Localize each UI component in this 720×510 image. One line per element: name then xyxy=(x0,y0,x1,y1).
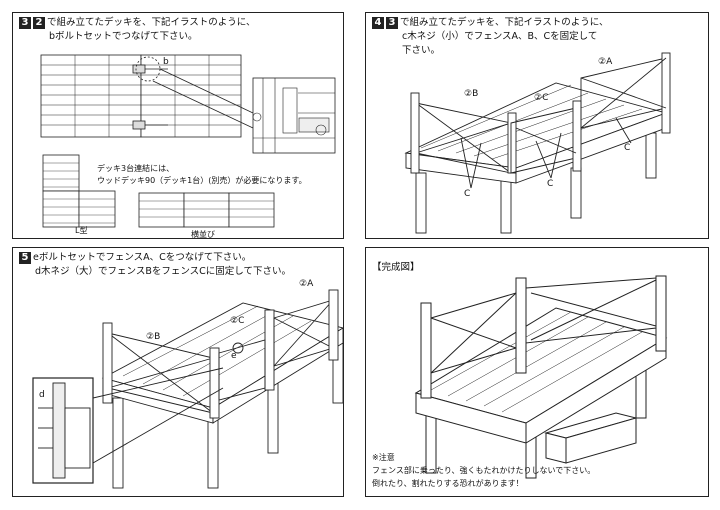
label-side-by-side: 横並び xyxy=(191,230,215,239)
step-badge: 3 xyxy=(386,17,398,29)
step-3-line2: bボルトセットでつなげて下さい。 xyxy=(49,31,198,42)
complete-title: 【完成図】 xyxy=(372,262,420,273)
complete-illustration xyxy=(414,275,668,479)
step-4-line2: c木ネジ（小）でフェンスA、B、Cを固定して xyxy=(402,31,598,42)
label-l-shape: L型 xyxy=(75,226,88,235)
e-bolt-label: e xyxy=(231,351,237,361)
step-badge: 3 xyxy=(19,17,31,29)
c-screw-label-2: C xyxy=(547,179,554,189)
callout-b: b xyxy=(163,57,169,67)
mark-fence-b: ②B xyxy=(146,332,161,342)
mark-fence-b: ②B xyxy=(464,89,479,99)
mark-fence-a: ②A xyxy=(299,279,314,289)
c-screw-label-3: C xyxy=(624,143,631,153)
complete-panel: 【完成図】 xyxy=(365,247,709,497)
step-5-line2: d木ネジ（大）でフェンスBをフェンスCに固定して下さい。 xyxy=(35,266,292,277)
step-badge: 5 xyxy=(19,252,31,264)
caution-line1: フェンス部に乗ったり、強くもたれかけたりしないで下さい。 xyxy=(372,466,596,475)
step-5-illustration xyxy=(32,289,343,489)
step-5-text: eボルトセットでフェンスA、Cをつなげて下さい。 xyxy=(33,252,252,263)
step-badge: 4 xyxy=(372,17,384,29)
step-3-note2: ウッドデッキ90（デッキ1台）(別売）が必要になります。 xyxy=(97,176,307,185)
mark-fence-c: ②C xyxy=(230,316,245,326)
c-screw-label: C xyxy=(464,189,471,199)
step-badge: 2 xyxy=(33,17,45,29)
step-3-note1: デッキ3台連結には、 xyxy=(97,164,175,173)
mark-fence-a: ②A xyxy=(598,57,613,67)
mark-fence-c: ②C xyxy=(534,93,549,103)
step-3-text: で組み立てたデッキを、下記イラストのように、 xyxy=(47,17,256,28)
step-3-illustration xyxy=(40,54,336,228)
caution-title: ※注意 xyxy=(372,453,395,462)
d-screw-label: d xyxy=(39,390,45,400)
caution-line2: 倒れたり、割れたりする恐れがあります！ xyxy=(372,479,524,488)
step-4-illustration xyxy=(404,52,671,234)
step-4-text: で組み立てたデッキを、下記イラストのように、 xyxy=(400,17,609,28)
step-4-line3: 下さい。 xyxy=(402,45,441,56)
